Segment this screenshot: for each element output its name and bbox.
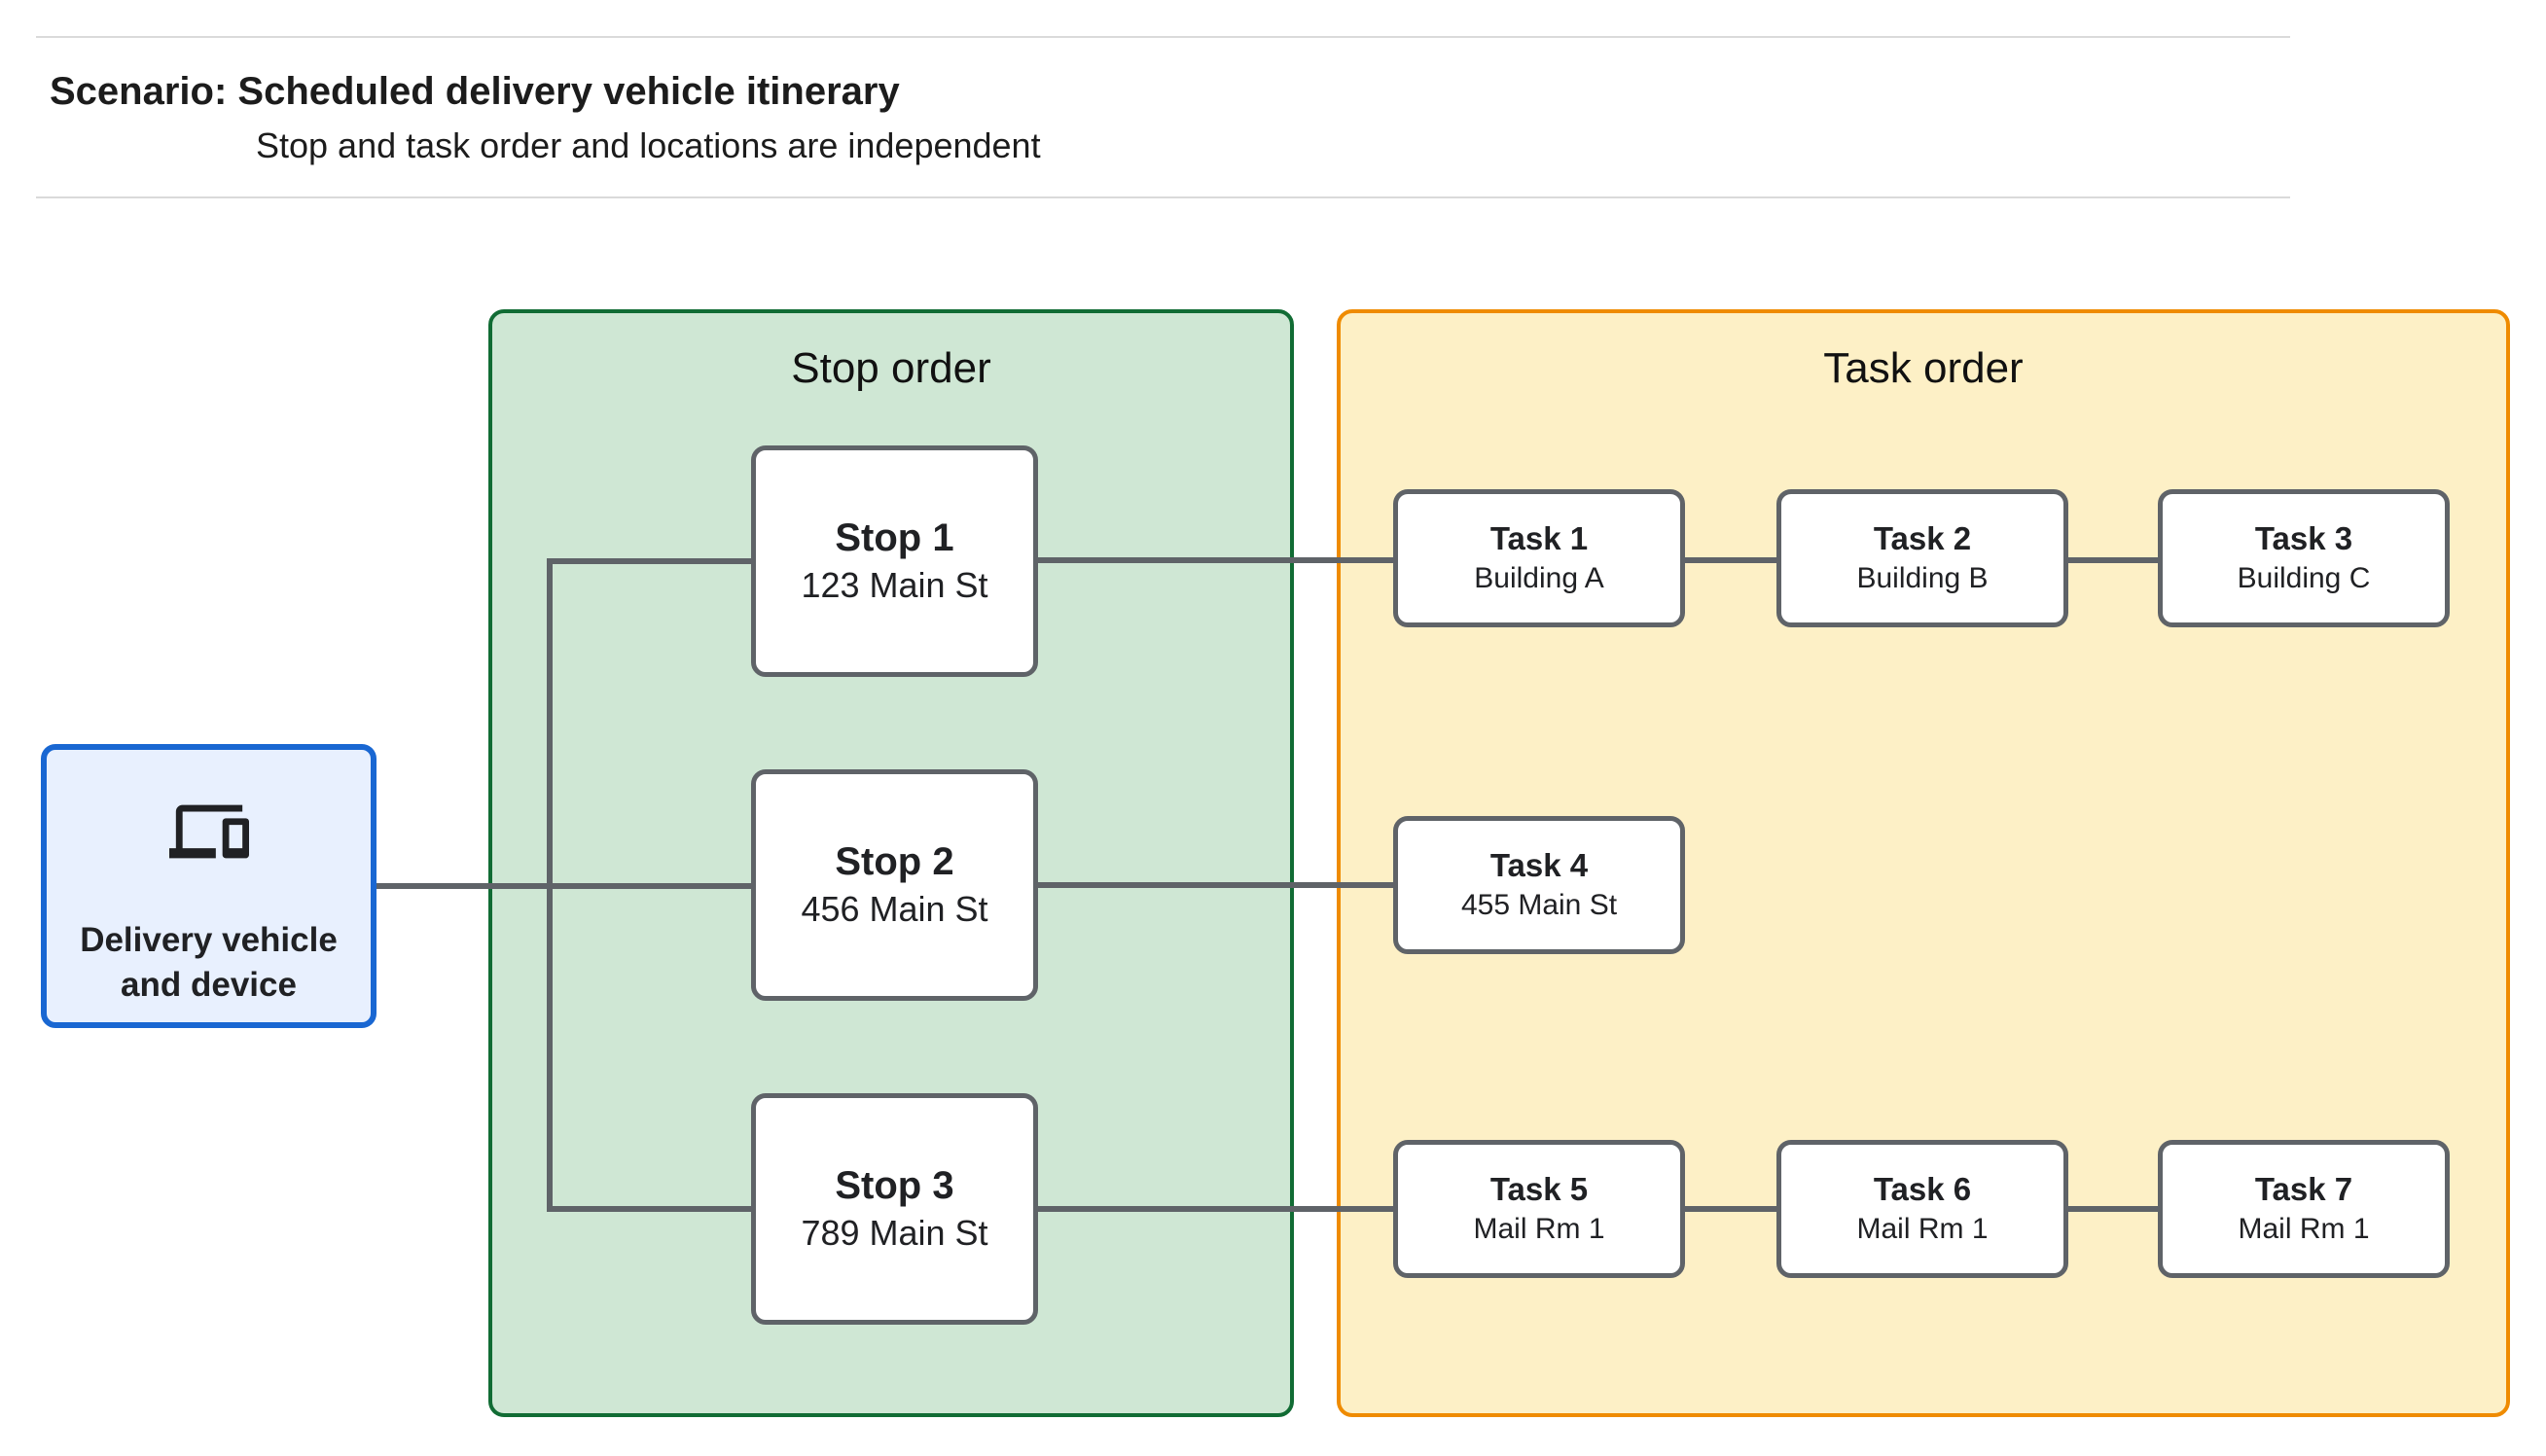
stop-node-3: Stop 3 789 Main St <box>751 1093 1038 1325</box>
stop-location: 456 Main St <box>801 889 988 929</box>
devices-icon <box>168 804 249 859</box>
task-node-7: Task 7 Mail Rm 1 <box>2158 1140 2450 1278</box>
edge-stop2-task4 <box>1038 882 1393 888</box>
task-location: Mail Rm 1 <box>2238 1213 2370 1245</box>
task-node-6: Task 6 Mail Rm 1 <box>1776 1140 2068 1278</box>
task-label: Task 3 <box>2254 520 2353 556</box>
stop-label: Stop 3 <box>835 1164 954 1207</box>
task-label: Task 5 <box>1489 1171 1589 1207</box>
edge-trunk-stop3 <box>547 1206 751 1212</box>
edge-task5-task6 <box>1685 1206 1776 1212</box>
stop-location: 789 Main St <box>801 1213 988 1253</box>
vehicle-node: Delivery vehicle and device <box>41 744 377 1028</box>
stop-label: Stop 2 <box>835 840 954 883</box>
task-label: Task 6 <box>1873 1171 1972 1207</box>
edge-stop3-task5 <box>1038 1206 1393 1212</box>
stop-location: 123 Main St <box>801 565 988 605</box>
edge-vehicle-stop2 <box>377 883 751 889</box>
task-location: Mail Rm 1 <box>1473 1213 1605 1245</box>
vehicle-label: Delivery vehicle and device <box>80 918 338 1008</box>
stop-node-1: Stop 1 123 Main St <box>751 445 1038 677</box>
task-location: Building C <box>2237 562 2371 594</box>
task-location: Building A <box>1474 562 1604 594</box>
task-node-5: Task 5 Mail Rm 1 <box>1393 1140 1685 1278</box>
edge-task2-task3 <box>2068 557 2158 563</box>
edge-task6-task7 <box>2068 1206 2158 1212</box>
stop-label: Stop 1 <box>835 516 954 559</box>
vehicle-label-line1: Delivery vehicle <box>80 921 338 959</box>
edge-trunk-stop1 <box>547 558 751 564</box>
page-subtitle: Stop and task order and locations are in… <box>256 125 1041 165</box>
page-title: Scenario: Scheduled delivery vehicle iti… <box>50 70 900 113</box>
divider-bottom <box>36 196 2290 198</box>
task-node-3: Task 3 Building C <box>2158 489 2450 627</box>
task-node-4: Task 4 455 Main St <box>1393 816 1685 954</box>
task-location: Mail Rm 1 <box>1856 1213 1989 1245</box>
task-node-2: Task 2 Building B <box>1776 489 2068 627</box>
task-node-1: Task 1 Building A <box>1393 489 1685 627</box>
vehicle-label-line2: and device <box>121 966 297 1004</box>
task-label: Task 7 <box>2254 1171 2353 1207</box>
edge-task1-task2 <box>1685 557 1776 563</box>
edge-stop1-task1 <box>1038 557 1393 563</box>
task-label: Task 2 <box>1873 520 1972 556</box>
divider-top <box>36 36 2290 38</box>
task-label: Task 1 <box>1489 520 1589 556</box>
task-label: Task 4 <box>1489 847 1589 883</box>
task-order-title: Task order <box>1823 344 2024 392</box>
task-location: 455 Main St <box>1460 889 1618 921</box>
stop-order-title: Stop order <box>791 344 991 392</box>
edge-trunk-vertical <box>547 558 553 1212</box>
stop-node-2: Stop 2 456 Main St <box>751 769 1038 1001</box>
task-location: Building B <box>1856 562 1989 594</box>
